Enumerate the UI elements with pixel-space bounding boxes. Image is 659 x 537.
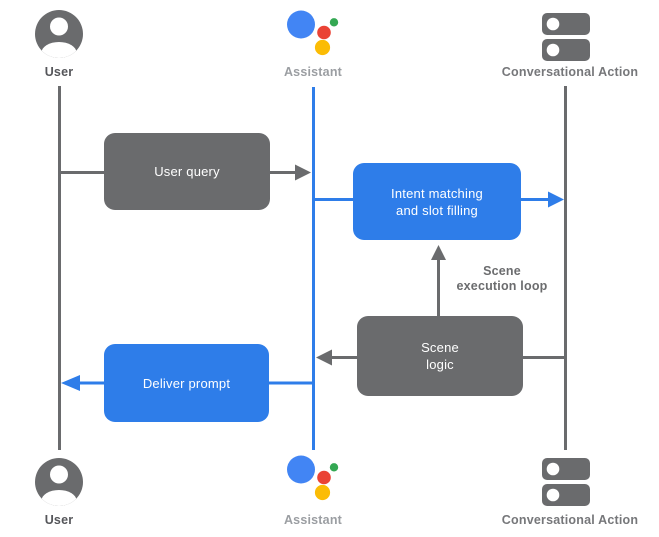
scene-execution-loop-line1: Scene xyxy=(483,264,521,278)
conversational-action-label-top: Conversational Action xyxy=(501,65,639,79)
user-query-label: User query xyxy=(154,164,220,179)
conversational-action-label-bottom: Conversational Action xyxy=(501,513,639,527)
google-assistant-icon xyxy=(287,10,339,56)
deliver-prompt-flow-arrow xyxy=(61,375,313,391)
left-arrowhead-icon xyxy=(61,375,80,391)
user-icon xyxy=(35,458,83,506)
left-arrowhead-icon xyxy=(316,349,332,366)
server-icon xyxy=(542,13,590,61)
scene-execution-loop-arrow xyxy=(431,245,446,317)
user-icon xyxy=(35,10,83,58)
user-label-top: User xyxy=(44,65,74,79)
scene-logic-label-line2: logic xyxy=(426,357,454,372)
up-arrowhead-icon xyxy=(431,245,446,260)
scene-execution-loop-annotation: Scene execution loop xyxy=(422,264,582,293)
scene-execution-loop-line2: execution loop xyxy=(456,278,548,293)
deliver-prompt-box: Deliver prompt xyxy=(104,344,269,422)
user-label-bottom: User xyxy=(44,513,74,527)
assistant-label-bottom: Assistant xyxy=(283,513,343,527)
assistant-label-top: Assistant xyxy=(283,65,343,79)
right-arrowhead-icon xyxy=(295,164,311,181)
intent-matching-flow-arrow xyxy=(313,191,564,208)
right-arrowhead-icon xyxy=(548,191,564,208)
scene-logic-flow-arrow xyxy=(316,349,565,366)
user-query-flow-arrow xyxy=(59,164,311,181)
server-icon xyxy=(542,458,590,506)
google-assistant-icon xyxy=(287,455,339,501)
scene-logic-label-line1: Scene xyxy=(421,340,459,355)
scene-logic-box: Scene logic xyxy=(357,316,523,396)
user-query-box: User query xyxy=(104,133,270,210)
intent-matching-label-line1: Intent matching xyxy=(391,185,483,201)
deliver-prompt-label: Deliver prompt xyxy=(142,375,231,391)
intent-matching-box: Intent matching and slot filling xyxy=(353,163,521,240)
intent-matching-label-line2: and slot filling xyxy=(396,202,478,218)
